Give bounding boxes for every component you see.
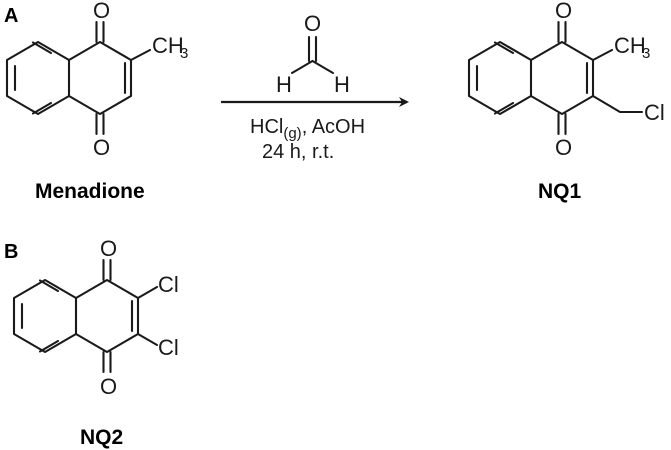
nq2-bottom-oxygen: O bbox=[100, 374, 117, 399]
menadione-structure: O O CH 3 bbox=[5, 0, 188, 160]
nq2-top-oxygen: O bbox=[100, 236, 117, 261]
reaction-conditions: HCl(g), AcOH 24 h, r.t. bbox=[250, 116, 365, 163]
menadione-methyl-sub: 3 bbox=[180, 45, 188, 62]
nq1-chloromethyl-bonds bbox=[591, 94, 644, 114]
menadione-top-oxygen: O bbox=[93, 0, 110, 23]
nq1-benzene-ring bbox=[467, 40, 533, 116]
nq2-chlorine-bonds bbox=[136, 285, 159, 347]
nq1-chlorine: Cl bbox=[644, 100, 665, 125]
menadione-aromatic-double-bonds bbox=[13, 41, 53, 115]
nq1-quinone-ring bbox=[529, 40, 595, 116]
nq1-label: NQ1 bbox=[538, 180, 582, 203]
menadione-bottom-carbonyl bbox=[95, 112, 105, 136]
time-temperature: 24 h, r.t. bbox=[262, 141, 334, 163]
nq1-top-carbonyl bbox=[557, 20, 567, 44]
nq2-benzene-ring bbox=[12, 278, 78, 354]
nq1-bottom-oxygen: O bbox=[555, 135, 572, 160]
formaldehyde-left-bond bbox=[290, 59, 314, 75]
nq1-structure: O O CH 3 Cl bbox=[467, 0, 665, 160]
nq1-methyl-bond bbox=[591, 48, 614, 62]
panel-label-b: B bbox=[4, 241, 18, 263]
menadione-quinone-ring bbox=[67, 40, 133, 116]
nq1-bottom-carbonyl bbox=[557, 112, 567, 136]
nq2-quinone-ring bbox=[74, 278, 140, 354]
reagent-hcl: HCl bbox=[250, 116, 283, 138]
nq2-structure: O O Cl Cl bbox=[12, 236, 179, 399]
reagent-line: HCl(g), AcOH bbox=[250, 116, 365, 142]
menadione-methyl-ch: CH bbox=[152, 33, 184, 58]
panel-label-a: A bbox=[4, 5, 18, 27]
menadione-benzene-ring bbox=[5, 40, 71, 116]
reagent-hcl-state: (g) bbox=[283, 125, 301, 142]
menadione-label: Menadione bbox=[35, 180, 145, 203]
nq2-aromatic-double-bonds bbox=[20, 279, 60, 353]
nq1-methyl-sub: 3 bbox=[642, 45, 650, 62]
reagent-rest: , AcOH bbox=[302, 116, 365, 138]
formaldehyde-left-hydrogen: H bbox=[276, 72, 292, 97]
nq1-methyl-ch: CH bbox=[614, 33, 646, 58]
formaldehyde-carbonyl bbox=[307, 35, 318, 63]
nq2-bottom-chlorine: Cl bbox=[158, 335, 179, 360]
nq2-label: NQ2 bbox=[80, 426, 123, 449]
formaldehyde-structure: O H H bbox=[276, 11, 350, 97]
formaldehyde-right-bond bbox=[311, 59, 335, 75]
formaldehyde-oxygen: O bbox=[304, 11, 321, 36]
nq2-bottom-carbonyl bbox=[102, 350, 112, 374]
menadione-methyl-bond bbox=[129, 48, 152, 62]
menadione-bottom-oxygen: O bbox=[93, 135, 110, 160]
nq1-top-oxygen: O bbox=[555, 0, 572, 23]
formaldehyde-right-hydrogen: H bbox=[334, 72, 350, 97]
nq2-top-carbonyl bbox=[102, 258, 112, 282]
nq1-aromatic-double-bonds bbox=[475, 41, 515, 115]
nq2-top-chlorine: Cl bbox=[158, 272, 179, 297]
menadione-top-carbonyl bbox=[95, 20, 105, 44]
